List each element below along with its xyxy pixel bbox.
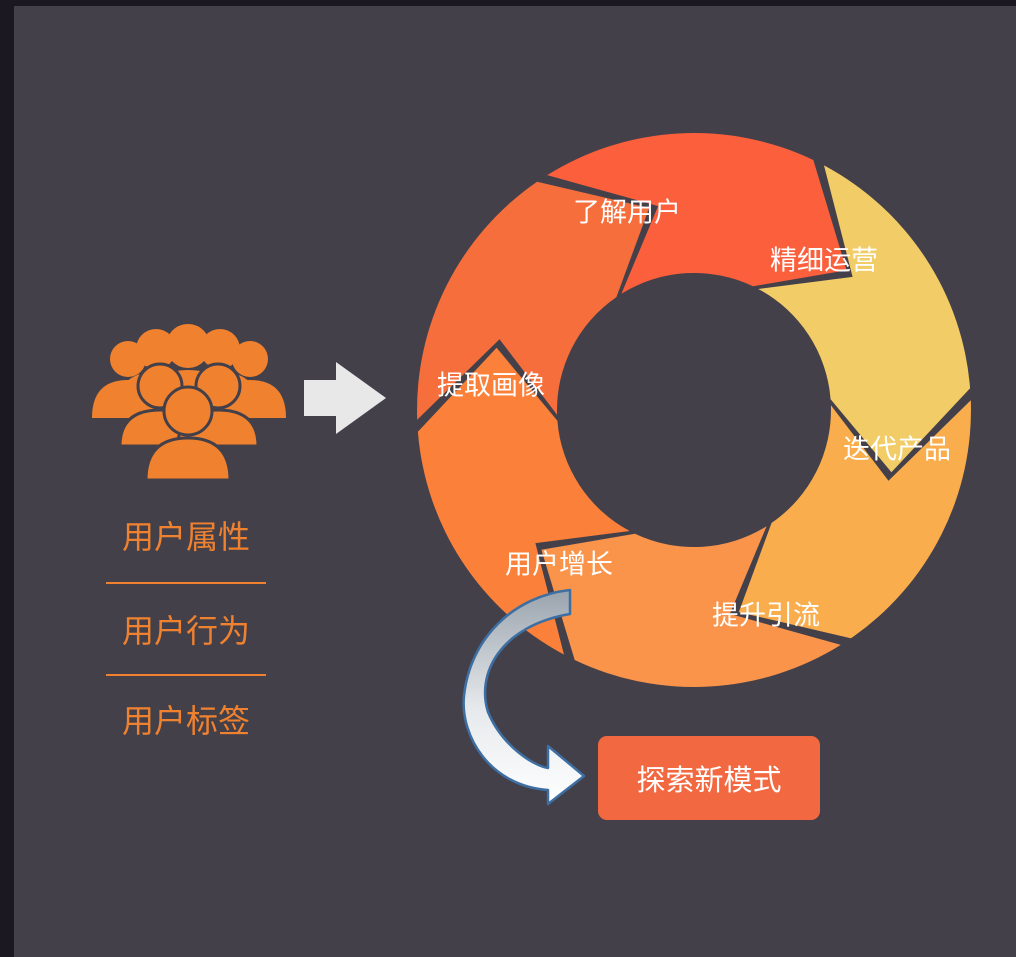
cycle-segment-extract-persona — [417, 181, 650, 420]
diagram-svg — [92, 132, 971, 806]
curved-arrow-icon — [462, 588, 586, 806]
cycle-label-understand-users: 了解用户 — [573, 197, 681, 229]
cycle-label-refined-operations: 精细运营 — [770, 245, 878, 277]
cycle-label-user-growth: 用户增长 — [505, 549, 613, 581]
cycle-segment-understand-users — [547, 132, 847, 294]
cycle-ring — [417, 132, 971, 688]
input-arrow-icon — [304, 362, 386, 434]
attribute-divider — [106, 674, 266, 676]
attribute-divider — [106, 582, 266, 584]
cycle-segment-iterate-product — [738, 400, 971, 639]
cycle-label-extract-persona: 提取画像 — [437, 370, 545, 402]
cycle-segment-refined-operations — [758, 165, 971, 473]
explore-new-mode-box: 探索新模式 — [598, 736, 820, 820]
cycle-label-boost-traffic: 提升引流 — [712, 600, 820, 632]
cycle-segment-user-growth — [417, 347, 630, 655]
user-group-icon — [92, 324, 286, 482]
diagram-canvas: 用户属性 用户行为 用户标签 了解用户 精细运营 迭代产品 提升引流 用户增长 … — [14, 6, 1016, 957]
attribute-item-tags: 用户标签 — [121, 702, 250, 740]
attribute-item-properties: 用户属性 — [121, 518, 250, 556]
cycle-segment-boost-traffic — [541, 526, 841, 688]
attribute-item-behavior: 用户行为 — [121, 612, 250, 650]
cycle-label-iterate-product: 迭代产品 — [843, 434, 951, 466]
